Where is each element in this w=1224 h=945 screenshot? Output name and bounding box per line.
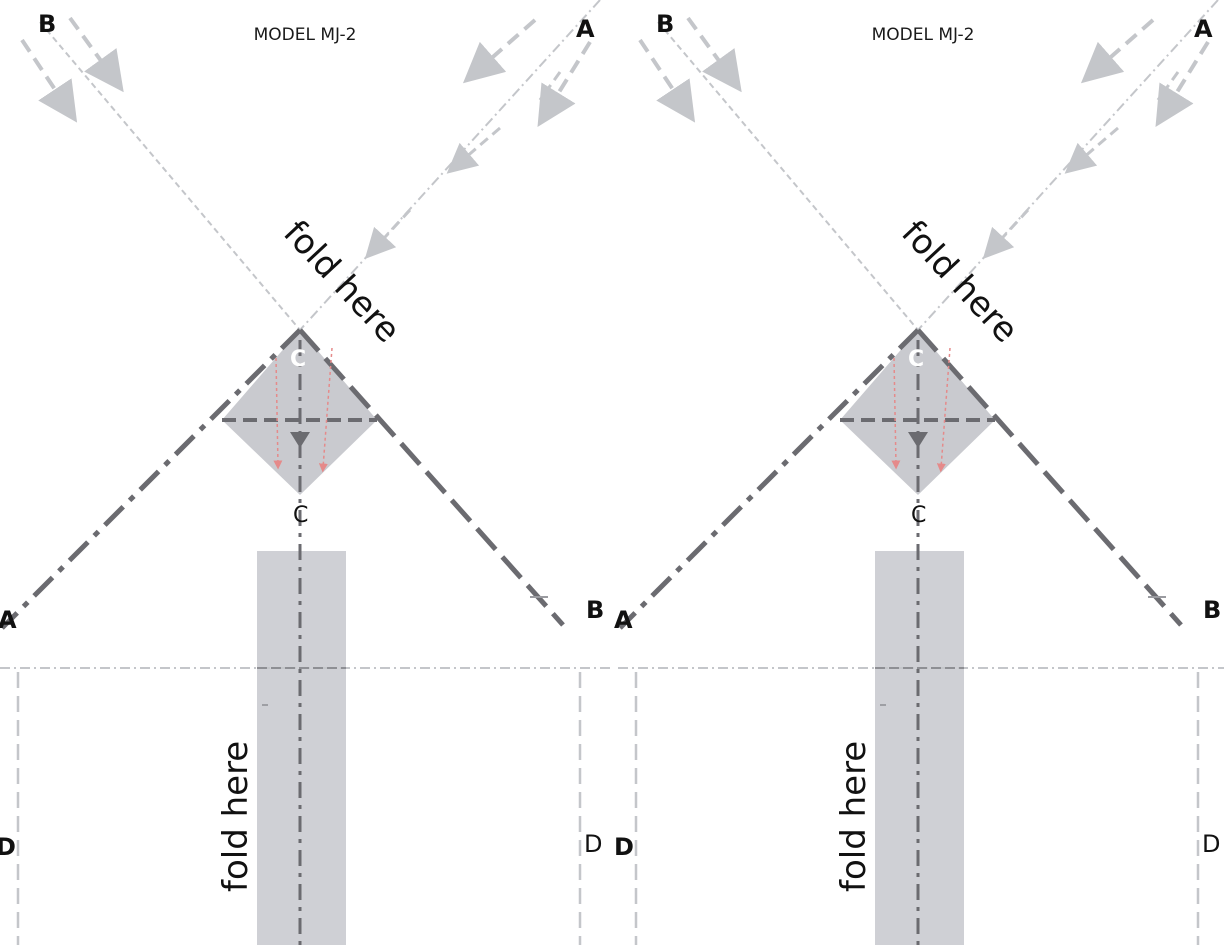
label-d-left: D	[0, 833, 16, 861]
label-d-right: D	[584, 830, 602, 858]
label-b-top: B	[38, 10, 56, 38]
label-b-right: B	[1203, 596, 1221, 624]
template-panel-left: MODEL MJ-2 B A A B C C D D fold here fol…	[0, 0, 612, 945]
label-b-right: B	[586, 596, 604, 624]
label-a-top: A	[1194, 15, 1213, 43]
fold-here-vertical: fold here	[834, 741, 874, 892]
label-d-right: D	[1202, 830, 1220, 858]
template-panel-right: MODEL MJ-2 B A A B C C D D fold here fol…	[614, 0, 1224, 945]
label-c-bottom: C	[911, 503, 926, 528]
label-c-top: C	[290, 347, 306, 372]
label-d-left: D	[614, 833, 634, 861]
model-title: MODEL MJ-2	[254, 25, 357, 45]
label-a-left: A	[0, 606, 17, 634]
fold-here-vertical: fold here	[216, 741, 256, 892]
label-c-top: C	[908, 347, 924, 372]
label-a-top: A	[576, 15, 595, 43]
label-c-bottom: C	[293, 503, 308, 528]
model-title: MODEL MJ-2	[872, 25, 975, 45]
label-a-left: A	[614, 606, 633, 634]
label-b-top: B	[656, 10, 674, 38]
